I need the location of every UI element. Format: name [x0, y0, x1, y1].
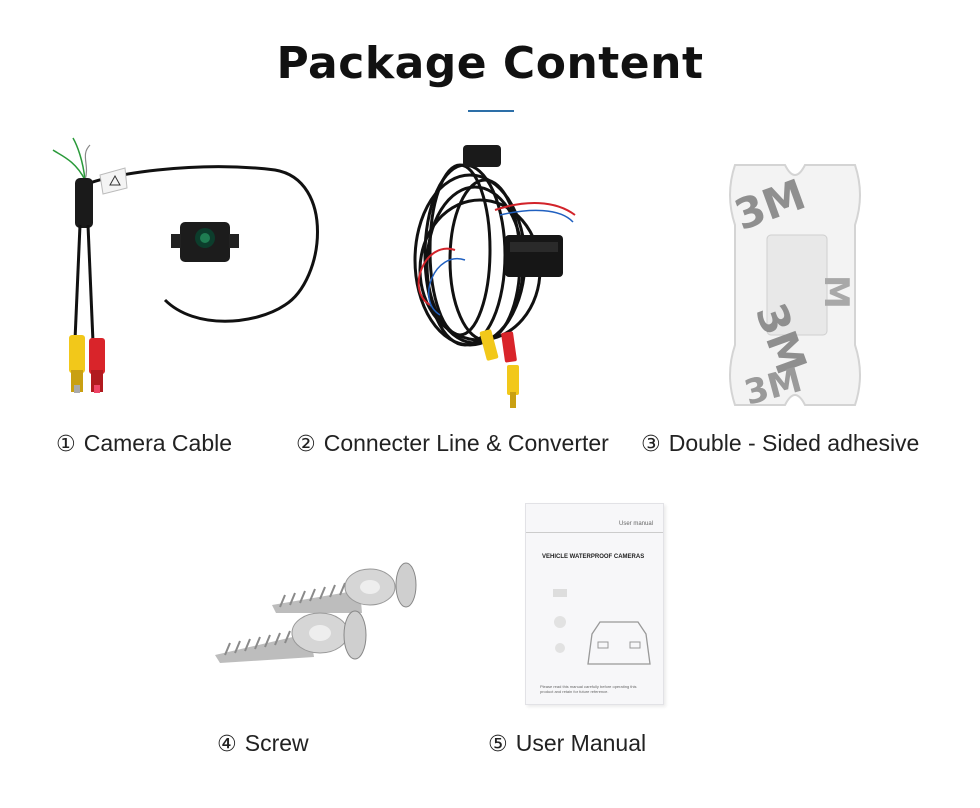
item-label-user-manual: ⑤ User Manual: [488, 730, 646, 757]
item-label-connecter-line: ② Connecter Line & Converter: [296, 430, 609, 457]
connecter-line-icon: [413, 145, 576, 408]
item-label-screw: ④ Screw: [217, 730, 309, 757]
user-manual-icon: User manual VEHICLE WATERPROOF CAMERAS P…: [525, 503, 664, 705]
item-number: ④: [217, 732, 237, 757]
item-label-camera-cable: ① Camera Cable: [56, 430, 232, 457]
item-name: Connecter Line & Converter: [323, 430, 609, 456]
manual-footer: Please read this manual carefully before…: [540, 684, 637, 694]
screw-icon: [215, 562, 417, 663]
camera-cable-icon: [52, 137, 319, 393]
item-number: ③: [641, 432, 661, 457]
adhesive-pad-icon: 3M 3M M 3M: [728, 164, 861, 414]
svg-text:M: M: [816, 275, 856, 309]
item-name: Double - Sided adhesive: [668, 430, 920, 456]
item-number: ②: [296, 432, 316, 457]
manual-heading: VEHICLE WATERPROOF CAMERAS: [542, 554, 645, 560]
manual-header: User manual: [618, 521, 653, 527]
item-name: Camera Cable: [83, 430, 233, 456]
item-number: ⑤: [488, 732, 508, 757]
item-label-adhesive: ③ Double - Sided adhesive: [641, 430, 919, 457]
item-name: User Manual: [515, 730, 647, 756]
item-number: ①: [56, 432, 76, 457]
title-underline: [468, 110, 514, 112]
page-title: Package Content: [276, 38, 704, 89]
item-name: Screw: [244, 730, 309, 756]
